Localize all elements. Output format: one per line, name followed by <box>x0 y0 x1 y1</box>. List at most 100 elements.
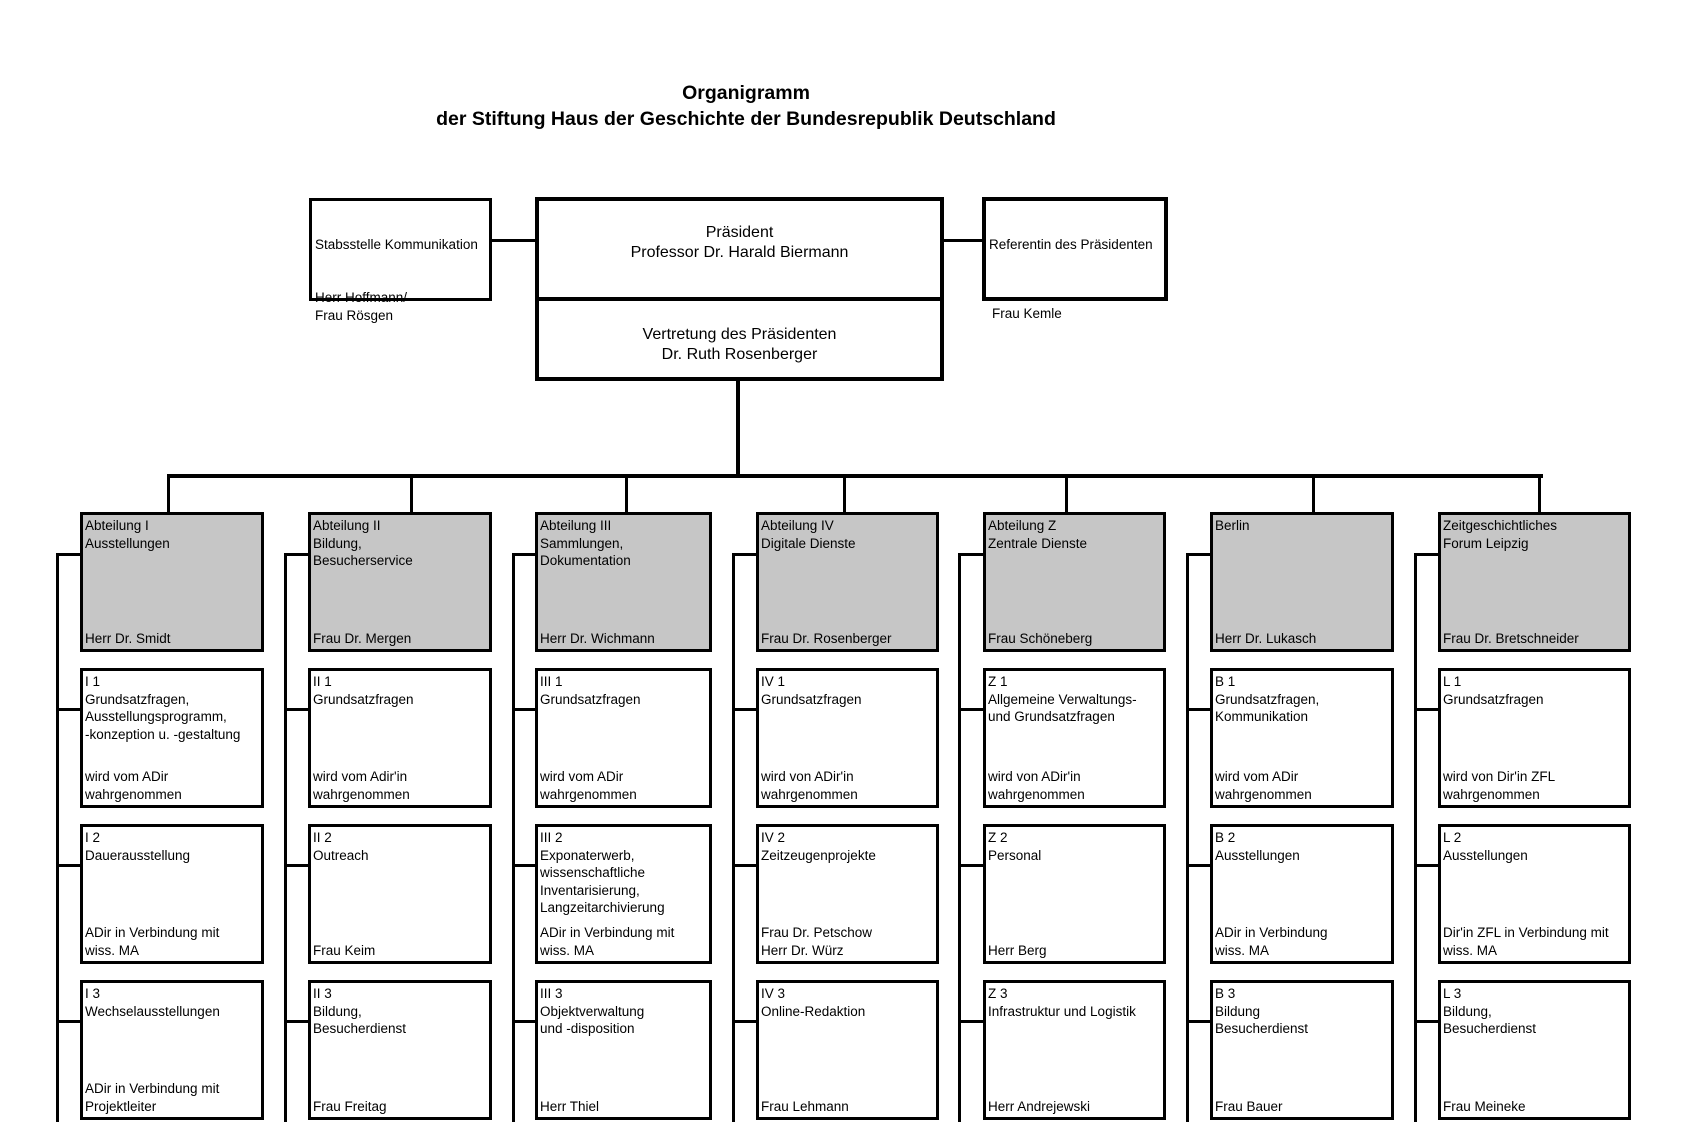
president-box: Präsident Professor Dr. Harald Biermann <box>535 197 944 301</box>
president-name: Professor Dr. Harald Biermann <box>630 244 849 261</box>
president-role: Präsident <box>705 224 774 241</box>
department-title: Zeitgeschichtliches Forum Leipzig <box>1443 518 1558 551</box>
unit-title: I 3 Wechselausstellungen <box>85 986 220 1019</box>
connector-stub <box>732 553 756 556</box>
department-title: Berlin <box>1215 518 1250 533</box>
connector-drop <box>843 476 846 514</box>
unit-title: L 1 Grundsatzfragen <box>1443 674 1544 707</box>
unit-box: Z 1 Allgemeine Verwaltungs- und Grundsat… <box>983 668 1166 808</box>
unit-title: Z 2 Personal <box>988 830 1042 863</box>
unit-title: B 2 Ausstellungen <box>1215 830 1300 863</box>
connector-drop <box>410 476 413 514</box>
unit-person: ADir in Verbindung mit Projektleiter <box>85 1081 220 1114</box>
department-head-person: Herr Dr. Lukasch <box>1215 630 1317 646</box>
connector-stub <box>284 553 308 556</box>
deputy-role: Vertretung des Präsidenten <box>642 326 837 343</box>
connector-spine <box>1414 553 1417 1122</box>
unit-person: wird von ADir'in wahrgenommen <box>988 769 1085 802</box>
unit-title: I 2 Dauerausstellung <box>85 830 191 863</box>
department-title: Abteilung I Ausstellungen <box>85 518 170 551</box>
connector-stub <box>56 553 80 556</box>
unit-person: ADir in Verbindung wiss. MA <box>1215 925 1328 958</box>
connector-drop <box>167 476 170 514</box>
connector-stub <box>958 553 983 556</box>
connector-stub <box>732 708 756 711</box>
unit-title: Z 3 Infrastruktur und Logistik <box>988 986 1136 1019</box>
unit-person: Dir'in ZFL in Verbindung mit wiss. MA <box>1443 925 1609 958</box>
deputy-box: Vertretung des Präsidenten Dr. Ruth Rose… <box>535 297 944 381</box>
department-head-person: Frau Schöneberg <box>988 630 1093 646</box>
unit-box: I 1 Grundsatzfragen, Ausstellungsprogram… <box>80 668 264 808</box>
unit-person: Herr Berg <box>988 942 1047 958</box>
unit-person: Frau Dr. Petschow Herr Dr. Würz <box>761 925 873 958</box>
connector-drop <box>1312 476 1315 514</box>
unit-person: Frau Bauer <box>1215 1098 1283 1114</box>
unit-title: II 2 Outreach <box>313 830 369 863</box>
department-head-person: Frau Dr. Bretschneider <box>1443 630 1579 646</box>
connector-horizontal-bus <box>167 474 1543 478</box>
unit-title: IV 3 Online-Redaktion <box>761 986 866 1019</box>
connector-spine <box>958 553 961 1122</box>
chart-subtitle: der Stiftung Haus der Geschichte der Bun… <box>436 108 1056 130</box>
unit-person: ADir in Verbindung mit wiss. MA <box>85 925 220 958</box>
unit-title: I 1 Grundsatzfragen, Ausstellungsprogram… <box>85 674 241 742</box>
staff-unit-box: Stabsstelle Kommunikation Herr Hoffmann/… <box>309 198 492 323</box>
connector-stub <box>958 864 983 867</box>
unit-title: III 3 Objektverwaltung und -disposition <box>540 986 645 1036</box>
referent-label: Referentin des Präsidenten <box>989 237 1153 252</box>
deputy-name: Dr. Ruth Rosenberger <box>661 346 818 363</box>
connector-stub <box>512 553 535 556</box>
unit-title: Z 1 Allgemeine Verwaltungs- und Grundsat… <box>988 674 1137 724</box>
unit-title: IV 2 Zeitzeugenprojekte <box>761 830 876 863</box>
connector-stub <box>732 864 756 867</box>
department-head-person: Frau Dr. Mergen <box>313 630 412 646</box>
connector-stub <box>56 708 80 711</box>
connector-stub <box>512 1020 535 1023</box>
connector-stub <box>732 1020 756 1023</box>
department-head-person: Herr Dr. Smidt <box>85 630 171 646</box>
connector-staff-president <box>491 239 536 242</box>
connector-stub <box>512 708 535 711</box>
connector-spine <box>732 553 735 1122</box>
unit-person: Frau Lehmann <box>761 1098 849 1114</box>
unit-person: Herr Thiel <box>540 1098 600 1114</box>
connector-stub <box>958 1020 983 1023</box>
staff-unit-persons: Herr Hoffmann/ Frau Rösgen <box>315 290 408 323</box>
connector-drop <box>625 476 628 514</box>
connector-president-referent <box>942 239 989 242</box>
connector-stub <box>1414 553 1438 556</box>
unit-title: IV 1 Grundsatzfragen <box>761 674 862 707</box>
connector-stub <box>284 708 308 711</box>
unit-box: III 2 Exponaterwerb, wissenschaftliche I… <box>535 824 712 964</box>
connector-spine <box>512 553 515 1122</box>
unit-title: II 1 Grundsatzfragen <box>313 674 414 707</box>
unit-person: Frau Freitag <box>313 1098 387 1114</box>
connector-stub <box>56 1020 80 1023</box>
unit-person: wird vom ADir wahrgenommen <box>540 769 637 802</box>
connector-stub <box>284 864 308 867</box>
unit-title: B 1 Grundsatzfragen, Kommunikation <box>1215 674 1320 724</box>
unit-title: B 3 Bildung Besucherdienst <box>1215 986 1309 1036</box>
department-title: Abteilung IV Digitale Dienste <box>761 518 856 551</box>
connector-stub <box>1414 1020 1438 1023</box>
